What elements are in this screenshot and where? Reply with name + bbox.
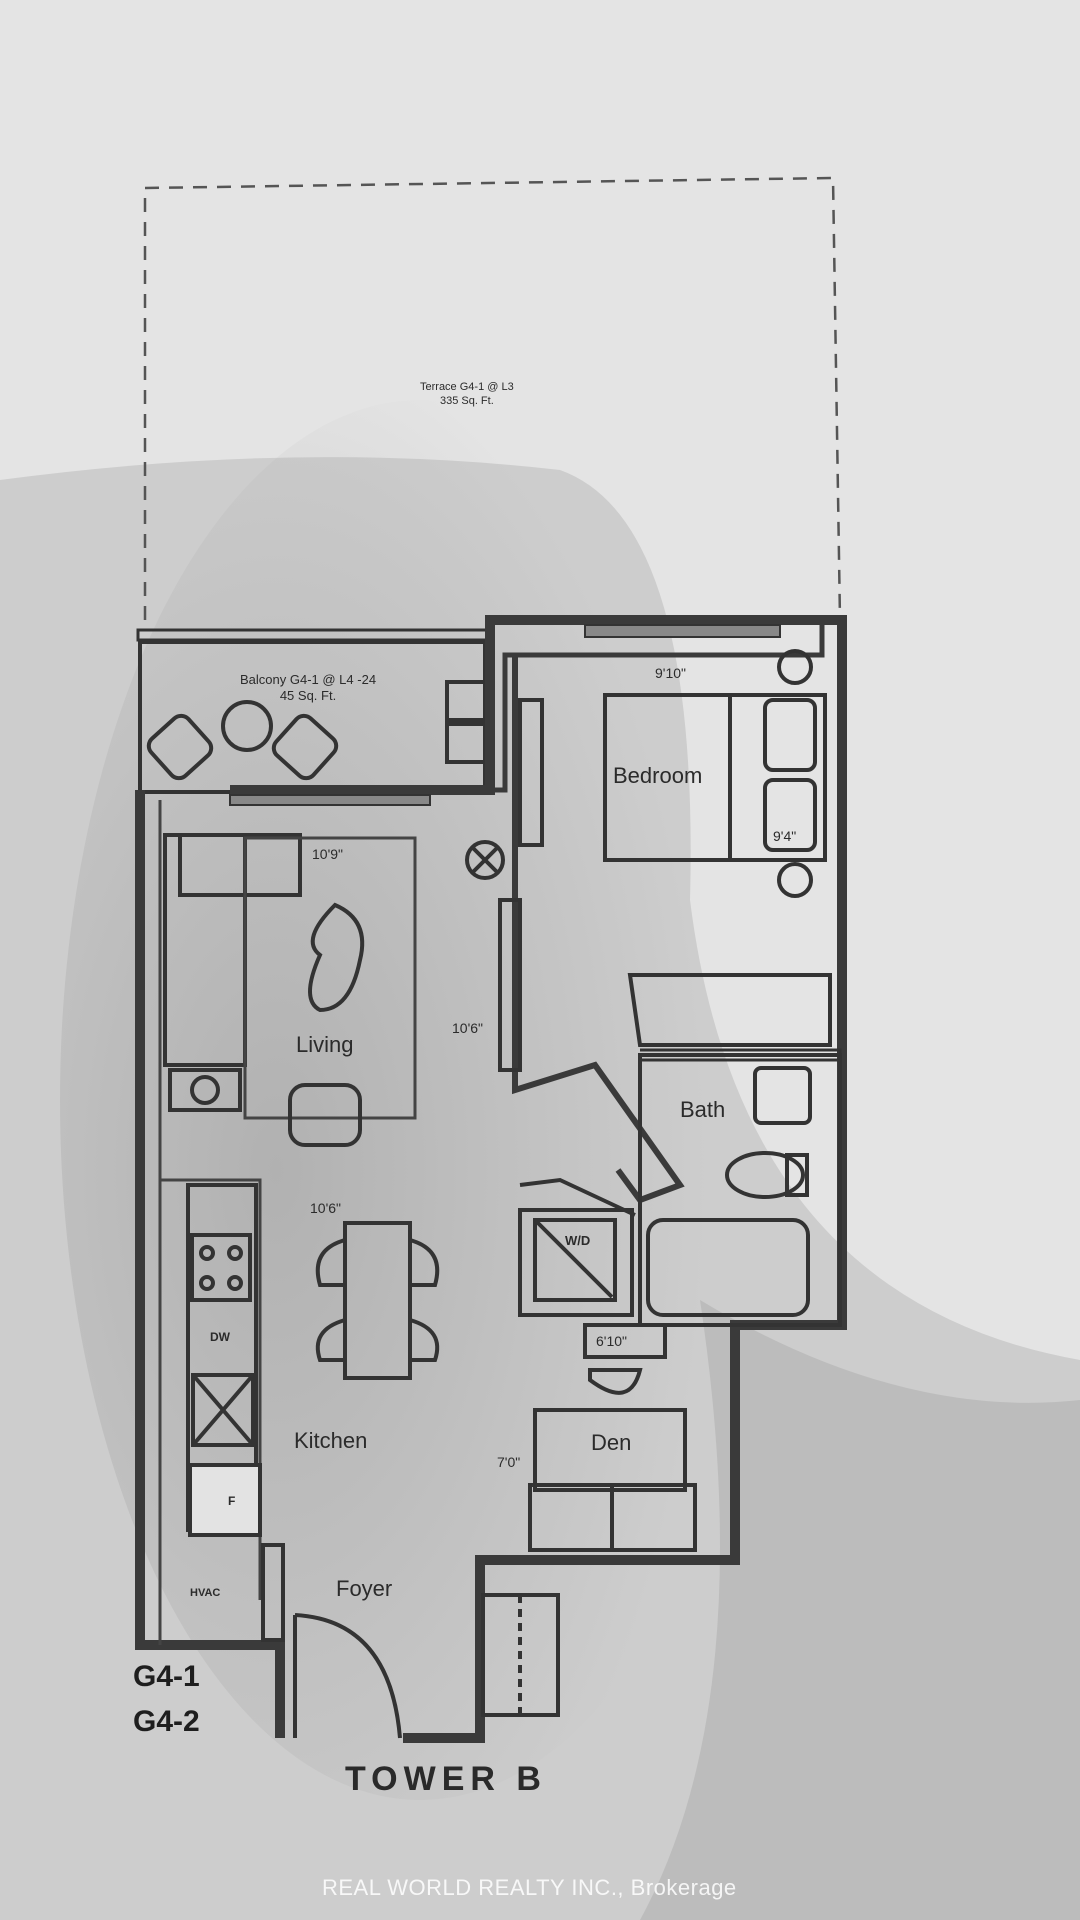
dishwasher-label: DW	[210, 1330, 230, 1344]
plan-code-1: G4-1	[133, 1660, 200, 1693]
balcony-area: 45 Sq. Ft.	[279, 688, 337, 703]
dim-living-depth: 10'6"	[452, 1020, 484, 1036]
room-label-kitchen: Kitchen	[294, 1428, 368, 1453]
room-label-den: Den	[591, 1430, 632, 1455]
dim-bedroom-width: 9'10"	[655, 665, 687, 681]
room-label-bath: Bath	[680, 1097, 726, 1122]
fridge-label: F	[228, 1494, 236, 1508]
room-label-foyer: Foyer	[336, 1576, 393, 1601]
dim-kitchen-width: 10'6"	[310, 1200, 342, 1216]
dim-laundry: 6'10"	[596, 1333, 628, 1349]
dim-bedroom-depth: 9'4"	[773, 828, 797, 844]
tower-label: TOWER B	[345, 1760, 547, 1798]
den-furniture	[481, 1408, 697, 1717]
terrace-outline	[143, 176, 842, 621]
living-furniture	[163, 833, 505, 1147]
brokerage-watermark: REAL WORLD REALTY INC., Brokerage	[322, 1875, 737, 1900]
washer-dryer-label: W/D	[565, 1233, 591, 1248]
kitchen-counter	[186, 1183, 262, 1537]
dim-den: 7'0"	[497, 1454, 521, 1470]
terrace-label: Terrace G4-1 @ L3 335 Sq. Ft.	[420, 380, 514, 408]
plan-code-2: G4-2	[133, 1705, 200, 1738]
room-label-hvac: HVAC	[190, 1587, 221, 1599]
room-label-bedroom: Bedroom	[613, 763, 703, 788]
terrace-name: Terrace G4-1 @ L3	[420, 381, 514, 393]
dining-table	[315, 1221, 440, 1380]
dim-living-width: 10'9"	[312, 846, 344, 862]
exterior-wall	[135, 790, 285, 1738]
bath-fixtures	[638, 1053, 842, 1327]
bed	[603, 649, 827, 898]
terrace-area: 335 Sq. Ft.	[439, 395, 494, 407]
room-label-living: Living	[296, 1032, 354, 1057]
balcony-name: Balcony G4-1 @ L4 -24	[240, 672, 377, 687]
entry-door	[261, 1543, 402, 1739]
balcony-label: Balcony G4-1 @ L4 -24 45 Sq. Ft.	[240, 672, 376, 704]
